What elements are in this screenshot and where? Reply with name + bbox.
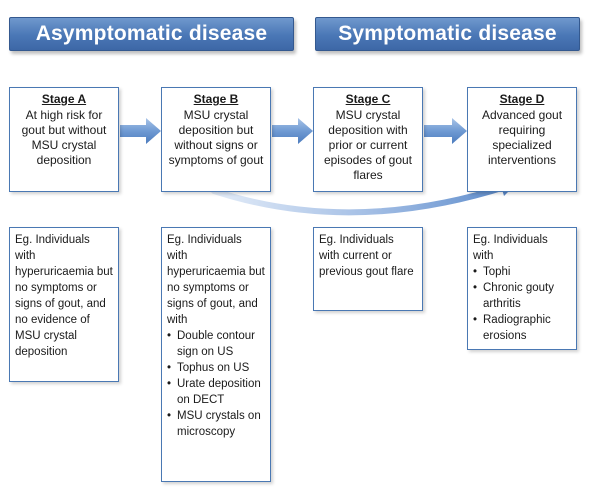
stage-d-examples-intro: Eg. Individuals with — [473, 234, 548, 262]
stage-d-examples-box: Eg. Individuals with Tophi Chronic gouty… — [467, 227, 577, 350]
list-item: Chronic gouty arthritis — [473, 280, 571, 312]
stage-c-description: MSU crystal deposition with prior or cur… — [323, 108, 413, 182]
stage-c-examples-intro: Eg. Individuals with current or previous… — [319, 234, 414, 278]
arrow-b-to-c — [272, 118, 313, 144]
list-item: MSU crystals on microscopy — [167, 408, 265, 440]
arrow-c-to-d — [424, 118, 467, 144]
stage-a-title: Stage A — [41, 92, 87, 106]
stage-b-description: MSU crystal deposition but without signs… — [168, 108, 264, 167]
stage-c-title: Stage C — [345, 92, 391, 106]
list-item: Radiographic erosions — [473, 312, 571, 344]
stage-d-description: Advanced gout requiring specialized inte… — [481, 108, 563, 167]
stage-b-examples-list: Double contour sign on US Tophus on US U… — [167, 328, 265, 440]
stage-c-examples-box: Eg. Individuals with current or previous… — [313, 227, 423, 311]
stage-b-title: Stage B — [193, 92, 239, 106]
stage-b-box: Stage B MSU crystal deposition but witho… — [161, 87, 271, 192]
list-item: Urate deposition on DECT — [167, 376, 265, 408]
arrow-a-to-b — [120, 118, 161, 144]
stage-c-box: Stage C MSU crystal deposition with prio… — [313, 87, 423, 192]
symptomatic-disease-banner: Symptomatic disease — [315, 17, 580, 51]
stage-a-description: At high risk for gout but without MSU cr… — [21, 108, 107, 167]
stage-b-examples-intro: Eg. Individuals with hyperuricaemia but … — [167, 234, 265, 326]
stage-a-examples-intro: Eg. Individuals with hyperuricaemia but … — [15, 234, 113, 358]
stage-a-box: Stage A At high risk for gout but withou… — [9, 87, 119, 192]
asymptomatic-disease-banner: Asymptomatic disease — [9, 17, 294, 51]
list-item: Double contour sign on US — [167, 328, 265, 360]
stage-d-box: Stage D Advanced gout requiring speciali… — [467, 87, 577, 192]
stage-b-examples-box: Eg. Individuals with hyperuricaemia but … — [161, 227, 271, 482]
stage-d-examples-list: Tophi Chronic gouty arthritis Radiograph… — [473, 264, 571, 344]
list-item: Tophus on US — [167, 360, 265, 376]
stage-a-examples-box: Eg. Individuals with hyperuricaemia but … — [9, 227, 119, 382]
list-item: Tophi — [473, 264, 571, 280]
stage-d-title: Stage D — [499, 92, 545, 106]
